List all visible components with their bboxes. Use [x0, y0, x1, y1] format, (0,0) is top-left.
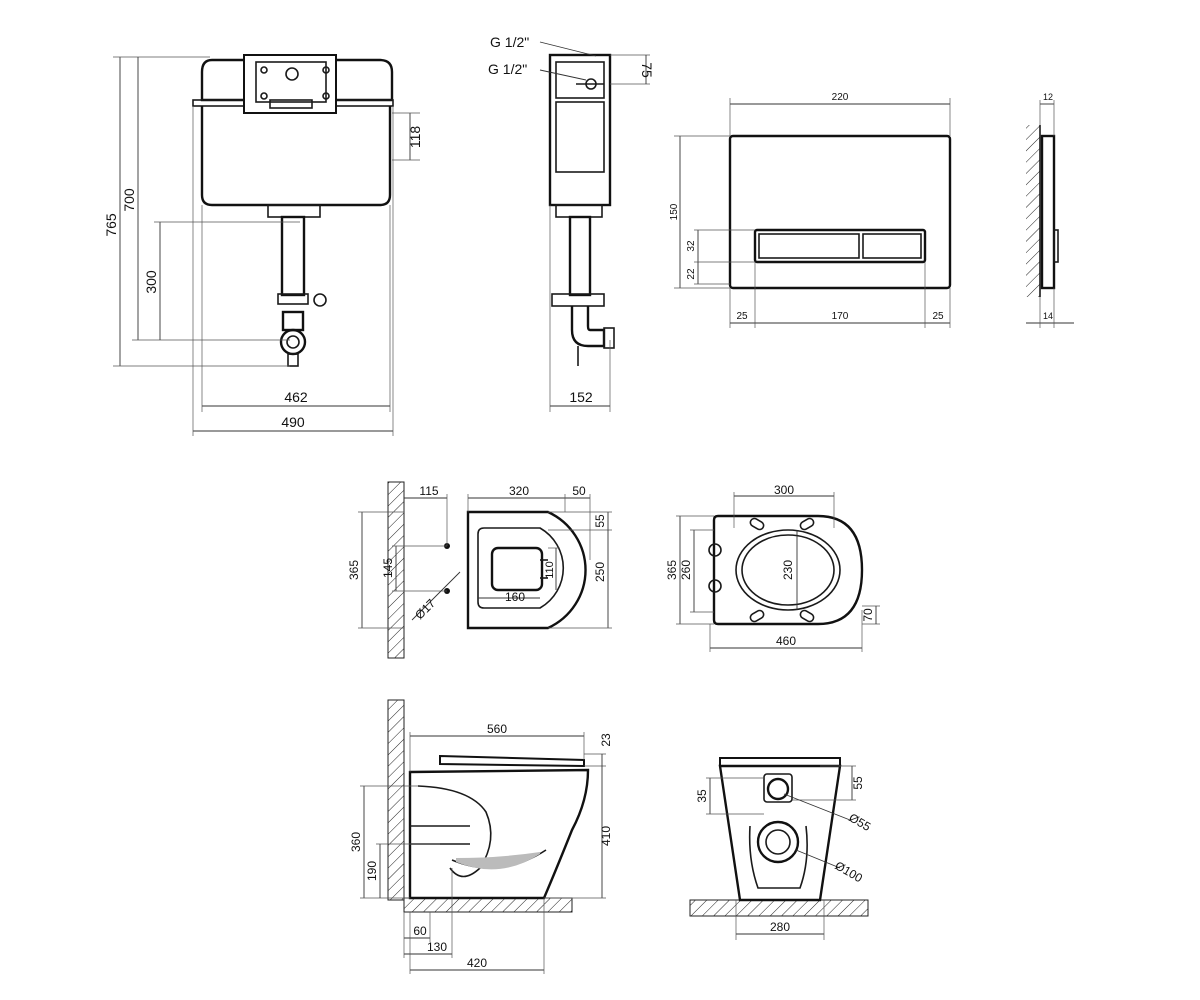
- dim-160: 160: [505, 590, 525, 604]
- cistern-front-view: 765 700 300 118 462 490: [103, 54, 423, 436]
- dim-765: 765: [103, 213, 119, 237]
- dim-25-right: 25: [932, 311, 944, 322]
- dim-diameter-17: Ø17: [412, 596, 438, 622]
- dim-365: 365: [347, 560, 361, 580]
- dim-420: 420: [467, 956, 487, 970]
- dim-320: 320: [509, 484, 529, 498]
- dim-32: 32: [686, 240, 697, 252]
- dim-300: 300: [774, 483, 794, 497]
- dim-diameter-100: Ø100: [833, 858, 866, 885]
- seat-top-view: 300 365 260 230 70 460: [665, 483, 880, 652]
- dim-460: 460: [776, 634, 796, 648]
- dim-22: 22: [686, 268, 697, 280]
- dim-50: 50: [572, 484, 586, 498]
- dim-410: 410: [599, 826, 613, 846]
- control-frame: [243, 54, 337, 114]
- dim-23: 23: [599, 733, 613, 747]
- dim-130: 130: [427, 940, 447, 954]
- dim-110: 110: [544, 561, 556, 579]
- dim-190: 190: [365, 861, 379, 881]
- dim-55: 55: [593, 514, 607, 528]
- dim-70: 70: [861, 608, 875, 622]
- dim-700: 700: [121, 188, 137, 212]
- dim-490: 490: [281, 414, 305, 430]
- inlet-label-bottom: G 1/2": [488, 61, 527, 77]
- dim-300: 300: [143, 270, 159, 294]
- toilet-side-view: 560 23 360 410 190 60 130 420: [349, 699, 613, 974]
- dim-360: 360: [349, 832, 363, 852]
- dim-250: 250: [593, 562, 607, 582]
- dim-145: 145: [381, 558, 395, 578]
- toilet-back-view: 35 55 Ø55 Ø100 280: [689, 757, 874, 940]
- dim-260: 260: [679, 560, 693, 580]
- dim-12: 12: [1043, 92, 1053, 102]
- dim-560: 560: [487, 722, 507, 736]
- dim-150: 150: [669, 203, 680, 220]
- dim-280: 280: [770, 920, 790, 934]
- dim-152: 152: [569, 389, 593, 405]
- dim-220: 220: [832, 92, 849, 103]
- dim-230: 230: [781, 560, 795, 580]
- dim-365: 365: [665, 560, 679, 580]
- cistern-side-view: G 1/2" G 1/2" 75 152: [488, 34, 655, 412]
- dim-60: 60: [413, 924, 427, 938]
- dim-14: 14: [1043, 311, 1053, 321]
- inlet-label-top: G 1/2": [490, 34, 529, 50]
- dim-55: 55: [851, 776, 865, 790]
- dim-118: 118: [407, 126, 423, 149]
- dim-170: 170: [832, 311, 849, 322]
- dim-diameter-55: Ø55: [847, 810, 874, 834]
- dim-75: 75: [639, 62, 655, 78]
- dim-35: 35: [695, 789, 709, 803]
- flush-plate-side: 12 14: [1026, 92, 1074, 328]
- dim-462: 462: [284, 389, 308, 405]
- dim-115: 115: [419, 484, 438, 498]
- dim-25-left: 25: [736, 311, 748, 322]
- toilet-top-view: 115 320 50 55 365 145 250 110 160 Ø17: [347, 481, 612, 659]
- flush-plate-front: 220 150 32 22 25 170 25: [669, 92, 952, 328]
